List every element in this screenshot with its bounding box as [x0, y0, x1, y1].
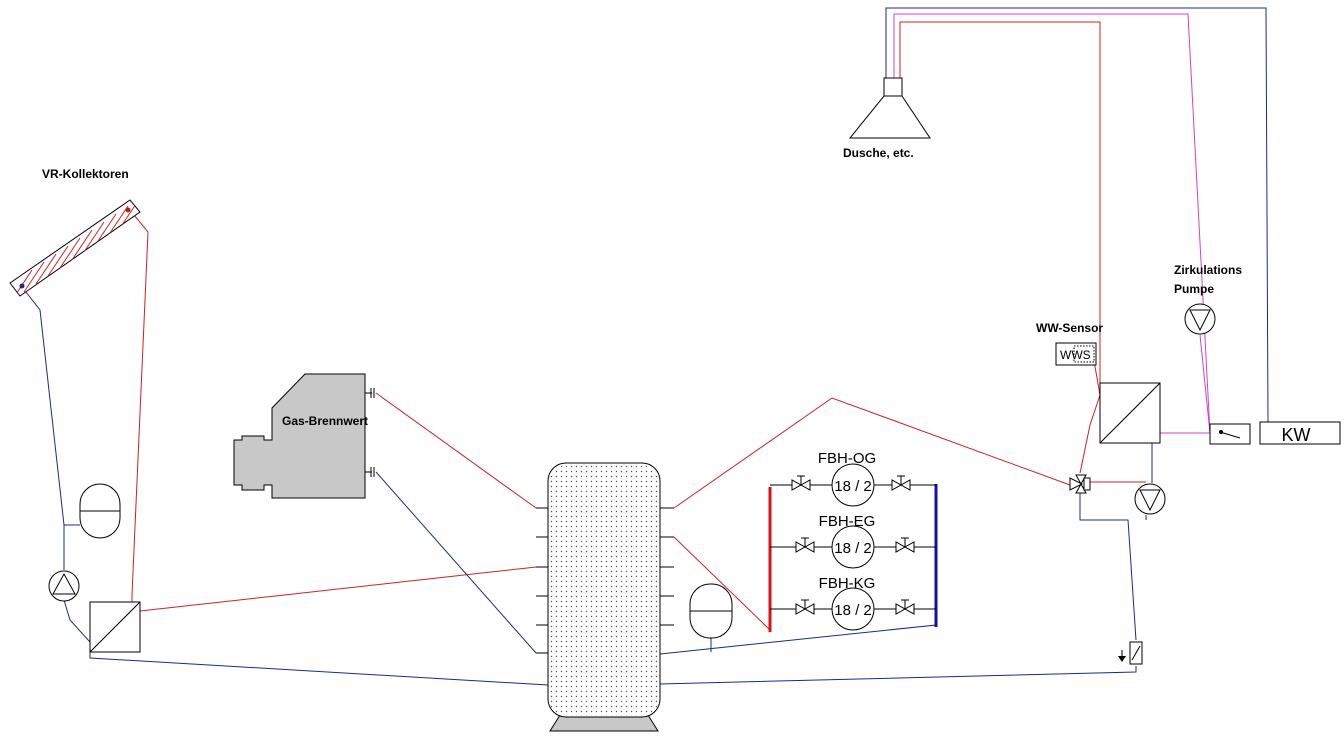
boiler-label: Gas-Brennwert — [282, 414, 368, 428]
circulation-label-2: Pumpe — [1174, 282, 1214, 296]
cold-water-supply-pipe — [885, 7, 1269, 423]
exchanger-to-tank-hot-pipe — [139, 566, 537, 612]
dhw-heat-exchanger — [1099, 382, 1161, 444]
circulation-label-1: Zirkulations — [1174, 263, 1242, 277]
collector-cold-sensor — [19, 283, 25, 289]
expansion-tank — [79, 483, 121, 539]
tank-to-dhw-hot-pipe — [673, 397, 1071, 509]
collector-flow-pipe — [129, 209, 149, 602]
circulation-pump-pipe — [1199, 334, 1211, 434]
collectors-label: VR-Kollektoren — [42, 167, 129, 181]
boiler-flow-pipe — [375, 392, 537, 509]
shower-label: Dusche, etc. — [843, 146, 914, 160]
dhw-mixer-hot-pipe — [1079, 394, 1101, 474]
exchanger-to-tank-cold-pipe — [89, 652, 549, 686]
circuit-kg-label: FBH-KG — [819, 575, 876, 592]
circuit-og — [770, 463, 936, 507]
dhw-return-riser-pipe — [1079, 490, 1137, 641]
circulation-pipe — [893, 13, 1211, 434]
circuit-eg-label: FBH-EG — [819, 513, 876, 530]
solar-collector — [9, 199, 141, 297]
circulation-pump — [1184, 303, 1216, 335]
pump-to-exchanger-pipe — [63, 599, 91, 643]
boiler-return-pipe — [375, 471, 537, 654]
circuit-kg-value: 18 / 2 — [834, 602, 872, 619]
circuit-og-label: FBH-OG — [818, 450, 876, 467]
solar-pump — [48, 570, 80, 602]
tank-to-floor-heating-hot-pipe — [673, 536, 771, 631]
solar-heat-exchanger — [89, 601, 141, 653]
buffer-storage-tank — [536, 462, 674, 732]
check-valve — [1118, 641, 1143, 665]
kw-label: KW — [1282, 425, 1311, 445]
ww-sensor — [1055, 342, 1097, 366]
floor-heating-manifold: FBH-OG 18 / 2 FBH-EG 18 / 2 FBH-KG 1 — [768, 450, 938, 632]
three-way-mixing-valve — [1069, 474, 1091, 494]
shower-head — [848, 77, 931, 139]
pipes — [21, 7, 1269, 686]
expansion-tank-2 — [689, 583, 733, 639]
collector-return-pipe — [21, 286, 65, 570]
ww-sensor-label: WW-Sensor — [1036, 321, 1103, 335]
kw-box — [1259, 421, 1341, 445]
circuit-kg — [770, 587, 936, 631]
circuit-eg-value: 18 / 2 — [834, 540, 872, 557]
dhw-pump — [1134, 483, 1166, 515]
cold-water-valve — [1209, 423, 1251, 445]
circuit-eg — [770, 525, 936, 569]
gas-boiler — [233, 373, 375, 499]
ww-sensor-text: WWS — [1060, 348, 1091, 362]
circuit-og-value: 18 / 2 — [834, 478, 872, 495]
dhw-return-pipe — [659, 666, 1137, 685]
hot-water-supply-pipe — [899, 21, 1101, 383]
collector-hot-sensor — [125, 207, 131, 213]
